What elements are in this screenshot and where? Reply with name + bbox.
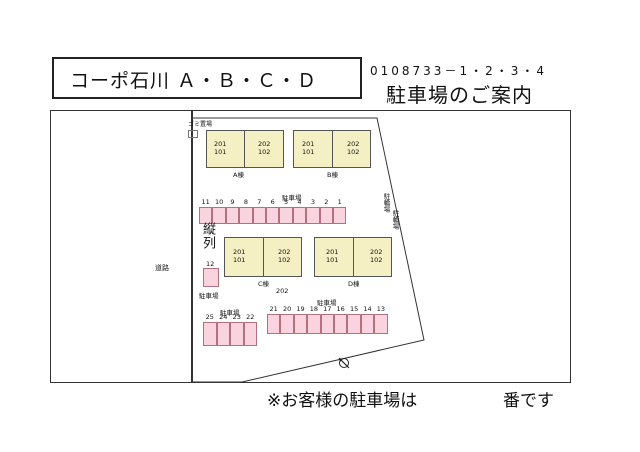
trash-box [188, 130, 198, 138]
space-label-11: 11 [201, 198, 210, 206]
unit-b-101: 101 [302, 148, 315, 156]
parking-space-13 [374, 314, 388, 334]
unit-d-202: 202 [370, 248, 383, 256]
unit-b-201: 201 [302, 140, 315, 148]
unit-a-202: 202 [258, 140, 271, 148]
space-label-15: 15 [349, 305, 359, 313]
unit-a-101: 101 [214, 148, 227, 156]
space-label-10: 10 [214, 198, 224, 206]
building-b-label: B棟 [327, 171, 338, 179]
parking-space-6 [266, 207, 280, 224]
building-a [206, 130, 284, 168]
parking-space-18 [307, 314, 321, 334]
unit-d-101: 101 [326, 256, 339, 264]
space-label-2: 2 [324, 198, 329, 206]
space-label-13: 13 [376, 305, 386, 313]
parking-space-20 [280, 314, 294, 334]
space-label-18: 18 [309, 305, 319, 313]
parking-space-14 [360, 314, 375, 334]
parking-space-3 [306, 207, 320, 224]
unit-d-102: 102 [370, 256, 383, 264]
property-code: 0108733－1・2・3・4 [370, 64, 547, 78]
page-subtitle: 駐車場のご案内 [386, 83, 533, 107]
unit-a-102: 102 [258, 148, 271, 156]
parking-space-10 [212, 207, 226, 224]
space-label-6: 6 [270, 198, 275, 206]
space-label-4: 4 [297, 198, 302, 206]
parking-space-21 [267, 314, 281, 334]
bike-parking-label: 駐輪場 [382, 193, 390, 213]
building-c-label: C棟 [258, 280, 270, 288]
space-label-19: 19 [296, 305, 305, 313]
bike-parking-label-2: 駐輪場 [391, 210, 399, 230]
unit-b-202: 202 [347, 140, 360, 148]
space-label-1: 1 [337, 198, 342, 206]
space-label-22: 22 [246, 313, 255, 321]
space-label-21: 21 [269, 305, 278, 313]
unit-c-202: 202 [278, 248, 291, 256]
parking-space-1 [333, 207, 347, 224]
unit-d-201: 201 [326, 248, 339, 256]
space-label-7: 7 [257, 198, 262, 206]
parking-assignment-note: ※お客様の駐車場は [267, 391, 418, 411]
building-c-divider [263, 238, 264, 276]
parking-space-19 [293, 314, 308, 334]
space-label-8: 8 [243, 198, 248, 206]
space-label-24: 24 [219, 313, 228, 321]
road-label: 道路 [155, 264, 169, 272]
space-label-3: 3 [310, 198, 315, 206]
parking-space-17 [320, 314, 334, 334]
space-label-5: 5 [284, 198, 289, 206]
unit-a-201: 201 [214, 140, 227, 148]
property-title: コーポ石川 Ａ・Ｂ・Ｃ・Ｄ [70, 70, 318, 92]
space-label-25: 25 [205, 313, 214, 321]
parking-space-11 [199, 207, 213, 224]
lot-outline [192, 117, 425, 382]
unit-c-102: 102 [278, 256, 291, 264]
space-12-label: 12 [206, 260, 215, 268]
space-label-14: 14 [363, 305, 372, 313]
map-frame [50, 110, 571, 383]
parking-space-15 [347, 314, 361, 334]
unit-b-102: 102 [347, 148, 360, 156]
parking-space-22 [243, 322, 257, 346]
parking-space-23 [230, 322, 244, 346]
title-box [52, 57, 362, 99]
building-a-label: A棟 [233, 171, 244, 179]
space-label-9: 9 [230, 198, 235, 206]
space-label-17: 17 [323, 305, 332, 313]
building-d-divider [353, 238, 354, 276]
parking-space-8 [239, 207, 253, 224]
parking-label-top: 駐車場 [282, 194, 302, 202]
building-c-extra: 202 [276, 287, 289, 295]
parking-space-7 [252, 207, 266, 224]
column-parking-label: 縦列 [200, 222, 215, 250]
parking-space-5 [279, 207, 293, 224]
parking-space-4 [292, 207, 307, 224]
unit-c-201: 201 [233, 248, 246, 256]
trash-label: ゴミ置場 [188, 121, 213, 128]
space-label-23: 23 [232, 313, 241, 321]
parking-space-9 [225, 207, 240, 224]
building-d-label: D棟 [348, 280, 360, 288]
parking-label-left-top: 駐車場 [199, 292, 219, 300]
north-arrow-icon [338, 357, 350, 369]
parking-label-bottom: 駐車場 [317, 299, 337, 307]
building-a-divider [244, 131, 245, 167]
parking-space-16 [334, 314, 348, 334]
unit-c-101: 101 [233, 256, 246, 264]
parking-space-25 [203, 322, 217, 346]
space-label-20: 20 [282, 305, 292, 313]
space-label-16: 16 [336, 305, 345, 313]
parking-space-24 [216, 322, 230, 346]
parking-space-12 [203, 268, 219, 287]
parking-number-suffix: 番です [503, 391, 554, 411]
parking-label-left-bottom: 駐車場 [220, 309, 240, 317]
building-b-divider [332, 131, 333, 167]
parking-space-2 [319, 207, 333, 224]
